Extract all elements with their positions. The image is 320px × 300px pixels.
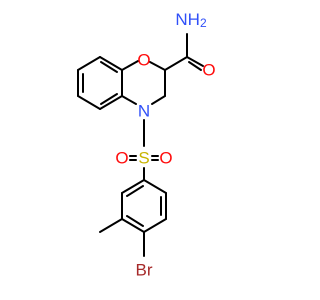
bond-c11-o-amide-double: [188, 61, 202, 71]
bond-c10-n: [151, 95, 166, 105]
bond-c4-c5: [77, 95, 101, 110]
sulfur-label: S: [138, 149, 149, 168]
sulfonyl-oxygen-left-label: O: [115, 149, 128, 168]
bond-c2-o: [121, 60, 139, 71]
bond-c15-c16: [143, 218, 167, 233]
bond-c3-c4: [99, 95, 123, 110]
sulfonyl-oxygen-right-label: O: [159, 149, 172, 168]
bond-lines: [77, 33, 204, 257]
bromine-label: Br: [136, 261, 153, 280]
bond-c17-c12: [143, 179, 167, 194]
bond-c3-c4-inner: [100, 93, 118, 105]
amide-oxygen-label: O: [202, 61, 215, 80]
bond-c9-c11: [164, 56, 188, 71]
bond-c14-methyl: [99, 218, 123, 233]
bond-n-c3: [121, 95, 137, 105]
ring-nitrogen-label: N: [138, 102, 150, 121]
bond-c1-c2-inner: [100, 61, 118, 73]
bond-c14-c15-inner: [126, 215, 144, 227]
amide-nitrogen-label: NH2: [175, 10, 207, 31]
bond-c12-c13: [121, 179, 145, 194]
bond-c6-c1: [77, 56, 101, 71]
amide-nitrogen-subscript: 2: [200, 16, 207, 30]
amide-nitrogen-text: NH: [175, 10, 200, 29]
bond-c1-c2: [99, 56, 123, 71]
bond-c11-o-amide: [186, 56, 204, 67]
bond-c12-c13-inner: [126, 185, 144, 197]
bond-c14-c15: [121, 218, 145, 233]
molecule-structure: O N NH2 O S O O Br: [77, 10, 216, 280]
ring-oxygen-label: O: [137, 51, 150, 70]
bond-o-c9: [149, 61, 166, 71]
